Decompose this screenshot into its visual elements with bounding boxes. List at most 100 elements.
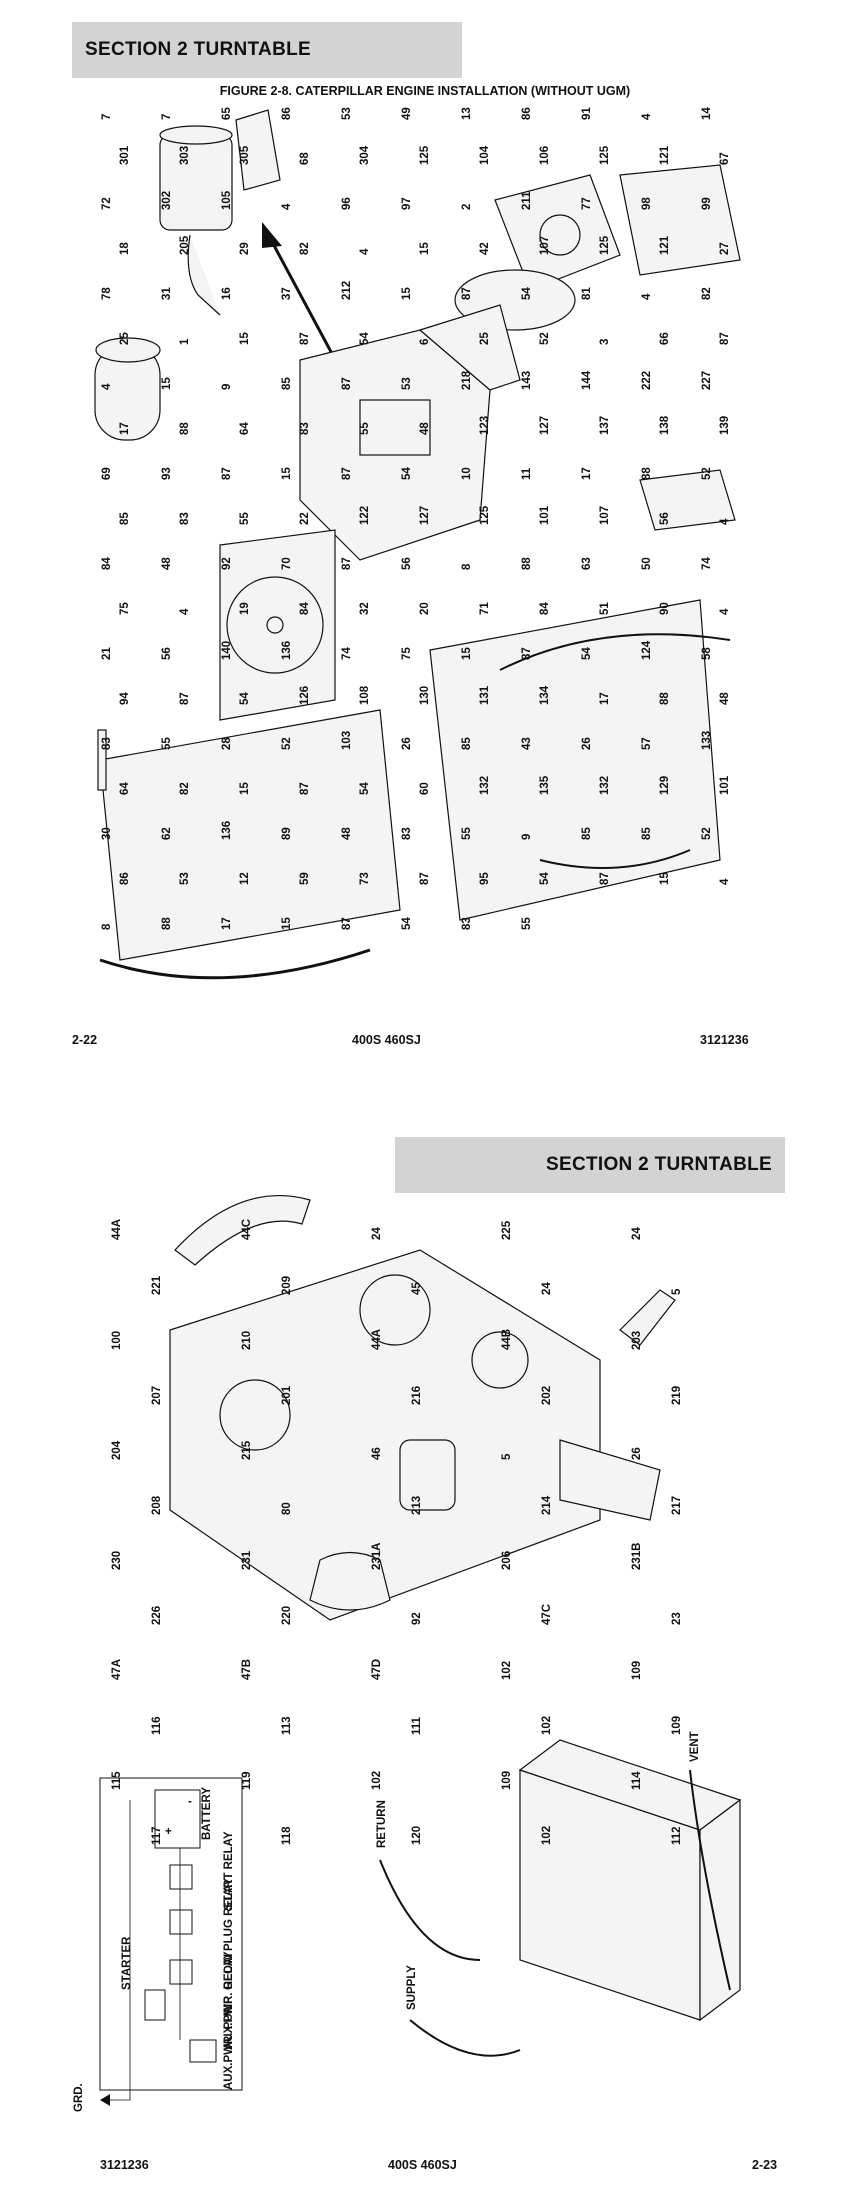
callout-label: 55 [161,737,173,750]
callout-label: 137 [599,416,611,435]
bar-part [97,729,107,791]
supply-hose [409,2019,521,2057]
callout-label: 82 [701,287,713,300]
callout-label: 206 [501,1551,513,1570]
engine-part [169,1249,661,1621]
callout-label: 7 [161,114,173,120]
callout-label: 74 [701,557,713,570]
callout-label: 219 [671,1386,683,1405]
callout-label: 92 [221,557,233,570]
callout-label: 119 [241,1771,253,1790]
callout-label: 9 [221,384,233,390]
callout-label: 23 [671,1612,683,1625]
wiring-schematic [99,1777,243,2106]
air-cleaner-part [94,337,161,441]
callout-label: 4 [641,113,653,120]
callout-label: 4 [719,518,731,525]
callout-label: 37 [281,287,293,300]
callout-label: 211 [521,191,533,210]
callout-label: 143 [521,371,533,390]
callout-label: 124 [641,640,653,660]
callout-label: 84 [101,557,113,570]
callout-label: 55 [239,512,251,525]
callout-label: 121 [659,235,671,255]
callout-label: 15 [281,467,293,480]
callout-label: 65 [221,107,233,120]
callout-label: 226 [151,1606,163,1625]
callout-label: 210 [241,1331,253,1350]
callout-label: 122 [359,506,371,525]
callout-label: + [165,1826,172,1838]
callout-label: 83 [401,827,413,840]
callout-label: 93 [161,467,173,480]
callout-label: 216 [411,1386,423,1405]
callout-label: 51 [599,602,611,615]
callout-label: 47A [111,1659,123,1680]
callout-label: 87 [461,287,473,300]
callout-label: 75 [401,647,413,660]
hydraulic-tank [518,1739,742,2022]
callout-label: 72 [101,197,113,210]
exhaust-pipe [619,1289,676,1346]
callout-label: 68 [299,152,311,165]
callout-label: 213 [411,1496,423,1515]
callout-label: 140 [221,641,233,660]
callout-label: 48 [161,557,173,570]
callout-label: AUX.PWR. PUMP [223,1996,235,2090]
callout-label: 85 [461,737,473,750]
section-header-text: SECTION 2 TURNTABLE [85,39,311,60]
callout-label: 82 [179,782,191,795]
callout-label: 125 [419,145,431,165]
callout-label: 102 [501,1661,513,1680]
exhaust-tube [187,234,221,316]
callout-label: 136 [221,821,233,840]
callout-label: 59 [299,872,311,885]
callout-label: 221 [151,1275,163,1295]
callout-label: 44C [241,1219,253,1240]
callout-label: 42 [479,242,491,255]
callout-label: 50 [641,557,653,570]
callout-label: 54 [539,872,551,885]
callout-label: 305 [239,145,251,165]
callout-label: 56 [401,557,413,570]
callout-label: 105 [221,190,233,210]
callout-label: 118 [281,1826,293,1845]
section-header-text: SECTION 2 TURNTABLE [546,1154,772,1175]
callout-label: 231B [631,1543,643,1571]
callout-label: 133 [701,731,713,750]
callout-label: 106 [539,146,551,165]
callout-label: 24 [541,1282,553,1295]
callout-label: 88 [179,422,191,435]
callout-label: 26 [401,737,413,750]
callout-label: 48 [341,827,353,840]
callout-label: 130 [419,686,431,705]
callout-label: START RELAY [223,1831,235,1910]
tray-part [639,469,736,531]
callout-label: BATTERY [201,1787,213,1840]
callout-label: 127 [419,506,431,525]
callout-label: 48 [719,692,731,705]
callout-label: 44B [501,1329,513,1350]
callout-label: 77 [581,197,593,210]
callout-label: 94 [119,692,131,705]
callout-label: 55 [521,917,533,930]
callout-label: 86 [119,872,131,885]
callout-label: 212 [341,281,353,300]
callout-label: 87 [299,782,311,795]
callout-label: 4 [281,203,293,210]
callout-label: 12 [239,872,251,885]
callout-label: 24 [631,1227,643,1240]
callout-label: 87 [341,377,353,390]
callout-label: 103 [341,731,353,750]
callout-label: 15 [161,377,173,390]
callout-label: 87 [719,332,731,345]
callout-label: 85 [581,827,593,840]
callout-label: 144 [581,370,593,390]
page-number: 2-23 [752,2158,778,2172]
callout-label: 54 [239,692,251,705]
callout-label: 85 [119,512,131,525]
callout-label: 54 [401,467,413,480]
